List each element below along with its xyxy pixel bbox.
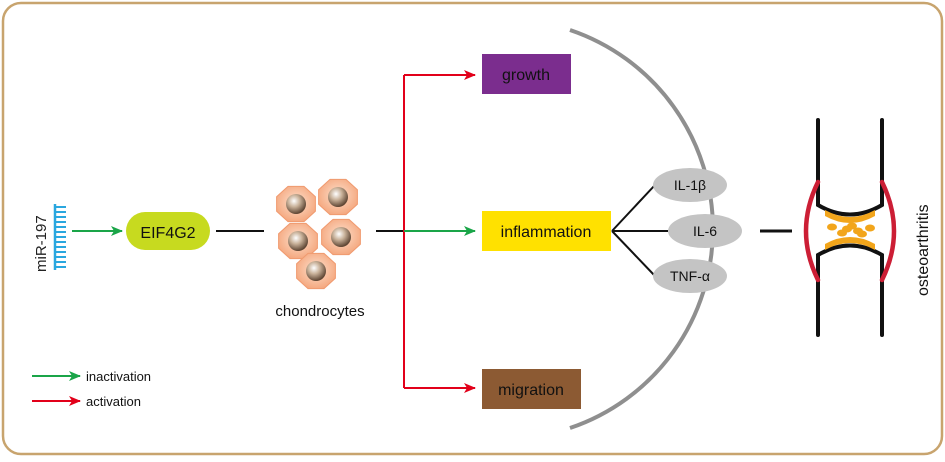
disease-label: osteoarthritis: [915, 204, 932, 296]
cytokine-tnfa: TNF-α: [653, 259, 727, 293]
cells-label: chondrocytes: [275, 303, 364, 320]
cartilage-debris: [853, 227, 863, 235]
cytokine-il1b: IL-1β: [653, 168, 727, 202]
mirna: miR-197: [33, 204, 66, 272]
legend-activation-label: activation: [86, 394, 141, 409]
cytokine-il6: IL-6: [668, 214, 742, 248]
joint-illustration: [803, 118, 897, 337]
chondrocyte-cell: [276, 185, 316, 223]
inflammation-box: inflammation: [482, 211, 611, 251]
gene-label: EIF4G2: [140, 225, 195, 242]
legend: inactivation activation: [32, 369, 151, 409]
chondrocyte-cell: [318, 178, 358, 216]
gene-node: EIF4G2: [126, 212, 210, 250]
cartilage-debris: [842, 225, 852, 233]
migration-label: migration: [498, 382, 564, 399]
growth-box: growth: [482, 54, 571, 94]
migration-box: migration: [482, 369, 581, 409]
cytokine-tnfa-label: TNF-α: [670, 268, 710, 284]
chondrocyte-cell: [321, 218, 361, 256]
chondrocyte-cell: [296, 252, 336, 290]
cytokine-il1b-label: IL-1β: [674, 177, 706, 193]
chondrocyte-cell: [278, 222, 318, 260]
legend-inactivation-label: inactivation: [86, 369, 151, 384]
chondrocyte-cluster: [276, 178, 361, 290]
mirna-label: miR-197: [33, 215, 50, 272]
cytokine-connectors: [611, 184, 668, 277]
cartilage-debris: [865, 224, 875, 232]
cartilage-debris: [827, 223, 837, 231]
inflammation-label: inflammation: [501, 224, 592, 241]
cytokine-il6-label: IL-6: [693, 223, 717, 239]
growth-label: growth: [502, 67, 550, 84]
